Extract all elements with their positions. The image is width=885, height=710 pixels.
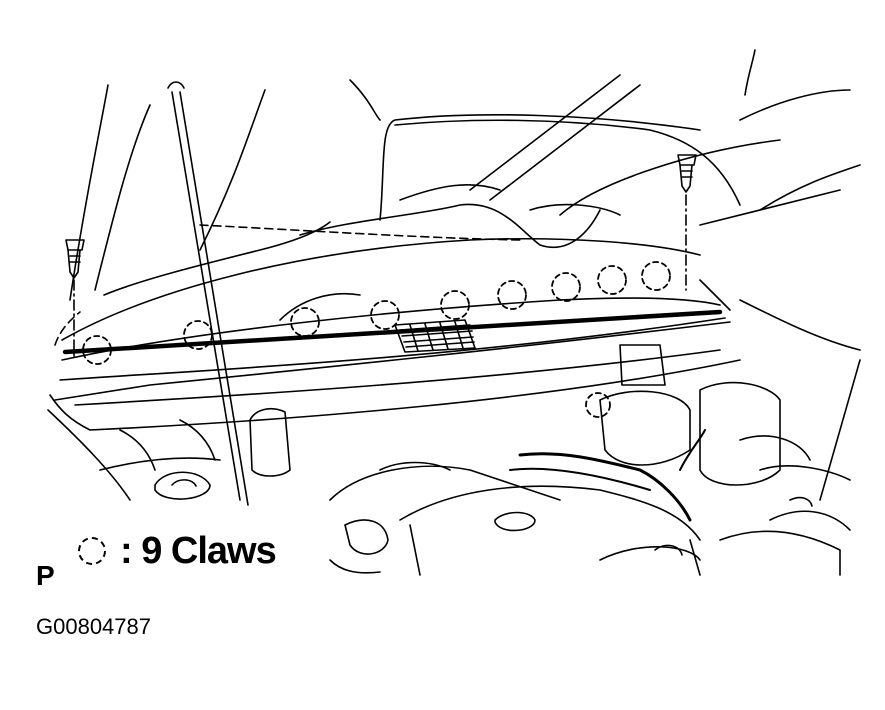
claw-marker (183, 320, 213, 350)
cowl-panel-and-engine (47, 203, 861, 576)
claw-marker (497, 280, 527, 310)
claw-marker (82, 335, 112, 365)
claw-marker (370, 300, 400, 330)
claw-marker (440, 290, 470, 320)
clip-left (65, 239, 85, 361)
claw-marker (551, 272, 581, 302)
claw-marker (290, 307, 320, 337)
cowl-louver-panel (54, 237, 731, 406)
reference-lines (54, 224, 521, 346)
claw-markers (82, 261, 671, 418)
view-letter: P (36, 560, 55, 591)
hood-outline (69, 49, 861, 301)
legend: : 9 Claws (78, 526, 277, 576)
claw-marker (585, 392, 611, 418)
dashed-circle-claw-icon (78, 537, 106, 565)
figure-id: G00804787 (36, 614, 151, 639)
claw-marker (641, 261, 671, 291)
hood-support-rod (167, 81, 249, 506)
legend-text: : 9 Claws (120, 529, 277, 572)
claw-marker (597, 265, 627, 295)
clip-right (677, 154, 697, 291)
